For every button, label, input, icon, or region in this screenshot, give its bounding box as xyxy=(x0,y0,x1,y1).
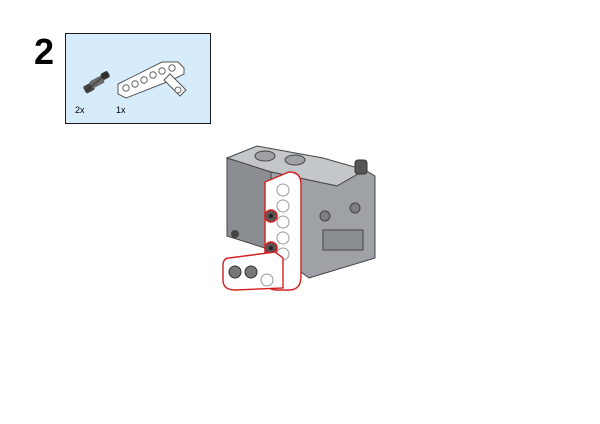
parts-callout: 2x 1x xyxy=(65,33,211,124)
step-number: 2 xyxy=(34,31,55,72)
pin-quantity: 2x xyxy=(75,105,85,115)
l-beam-icon xyxy=(117,61,187,99)
beam-quantity: 1x xyxy=(116,105,126,115)
l-beam-foot-icon xyxy=(222,251,284,291)
pin-icon xyxy=(83,71,110,94)
assembly-model xyxy=(205,140,395,305)
